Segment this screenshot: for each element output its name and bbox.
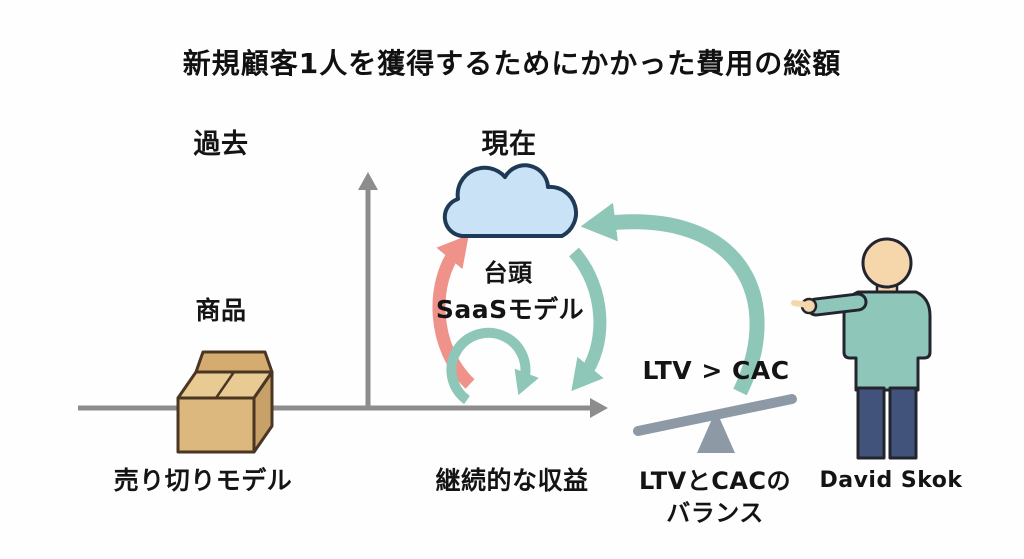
return-arrow [580,202,765,396]
balance-seesaw-icon [633,394,797,453]
axes [78,172,608,418]
label-person-name: David Skok [819,468,963,493]
label-saas-model: SaaSモデル [435,295,585,324]
label-present: 現在 [481,129,537,160]
box-back-flap [194,350,274,374]
person-finger [791,300,811,308]
label-sell-once-model: 売り切りモデル [113,466,293,495]
package-box-icon [176,350,274,454]
person-arm [809,295,865,314]
seesaw-plank [633,394,797,436]
label-ltv-gt-cac: LTV > CAC [642,356,790,385]
cycle-arrows [432,202,765,405]
person-head [861,237,913,289]
person-leg-right [888,386,918,460]
label-product: 商品 [195,296,247,325]
person-leg-left [856,386,886,460]
recurring-loop-arrow-icon [446,327,539,405]
fall-arrow [568,247,607,392]
label-balance-line1: LTVとCACの [638,467,792,495]
label-balance-line2: バランス [666,499,764,527]
label-past: 過去 [193,129,249,160]
person-pointing-icon [791,237,932,460]
box-top-seam [214,371,236,399]
seesaw-fulcrum [697,410,735,453]
box-front [176,396,256,454]
label-rise: 台頭 [483,259,533,287]
label-recurring-revenue: 継続的な収益 [435,466,589,495]
page-title: 新規顧客1人を獲得するためにかかった費用の総額 [182,47,842,80]
cloud-icon [442,163,579,238]
rise-arrow [432,234,475,389]
